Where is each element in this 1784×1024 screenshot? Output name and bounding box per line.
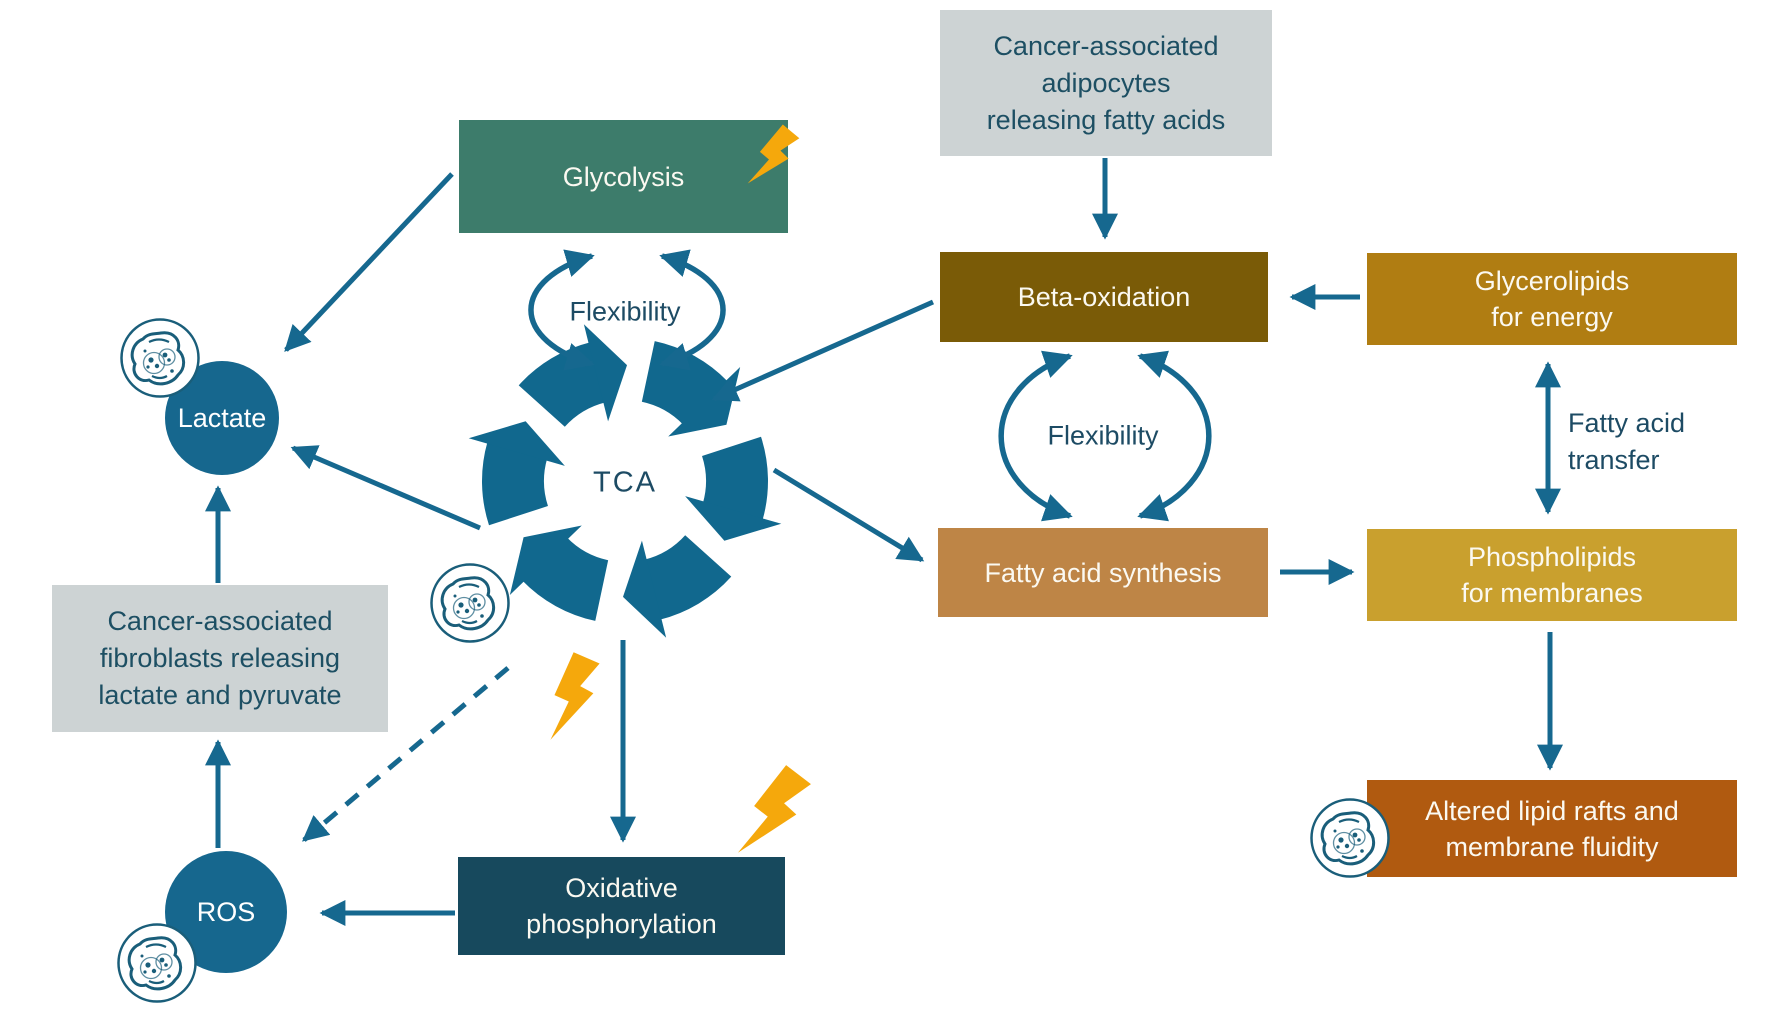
beta-oxidation-box: Beta-oxidation	[940, 252, 1268, 342]
phospholipids-line2: for membranes	[1461, 578, 1643, 608]
ros-label: ROS	[196, 897, 256, 927]
altered-lipid-rafts-line2: membrane fluidity	[1445, 831, 1659, 862]
altered-lipid-rafts-box: Altered lipid rafts and membrane fluidit…	[1367, 780, 1737, 877]
glycerolipids-box: Glycerolipids for energy	[1367, 253, 1737, 345]
arrow-tca-to-lactate	[290, 445, 481, 531]
lightning-bolt-tca-icon	[546, 650, 601, 746]
flexibility-top-label: Flexibility	[569, 296, 681, 327]
fibroblasts-line1: Cancer-associated	[107, 606, 333, 636]
beta-oxidation-label: Beta-oxidation	[1017, 282, 1191, 312]
fatty-acid-transfer-label: Fatty acid transfer	[1568, 405, 1685, 479]
lactate-circle: Lactate	[165, 361, 279, 475]
ros-circle: ROS	[165, 851, 287, 973]
glycolysis-label: Glycolysis	[562, 161, 685, 192]
fibroblasts-box: Cancer-associated fibroblasts releasing …	[52, 585, 388, 732]
tca-label: TCA	[593, 466, 657, 499]
oxidative-phosphorylation-box: Oxidative phosphorylation	[458, 857, 785, 955]
arrow-beta-oxidation-to-tca	[711, 299, 935, 402]
glycerolipids-line2: for energy	[1491, 302, 1613, 332]
lactate-label: Lactate	[177, 403, 267, 433]
altered-lipid-rafts-line1: Altered lipid rafts and	[1425, 795, 1679, 826]
phospholipids-box: Phospholipids for membranes	[1367, 529, 1737, 621]
lightning-bolt-oxphos-icon	[734, 759, 814, 869]
fibroblasts-line2: fibroblasts releasing	[99, 643, 341, 673]
oxphos-line2: phosphorylation	[526, 909, 717, 939]
arrow-tca-to-fatty-acid-synthesis	[772, 467, 925, 563]
fatty-acid-synthesis-label: Fatty acid synthesis	[984, 557, 1222, 588]
glycolysis-box: Glycolysis	[459, 120, 788, 233]
adipocytes-box: Cancer-associated adipocytes releasing f…	[940, 10, 1272, 156]
adipocytes-line1: Cancer-associated	[993, 30, 1219, 61]
arrow-glycolysis-to-lactate	[284, 172, 454, 352]
glycerolipids-line1: Glycerolipids	[1474, 266, 1630, 296]
cancer-cell-tca-icon	[430, 563, 510, 643]
fibroblasts-line3: lactate and pyruvate	[98, 680, 342, 710]
flexibility-right-label: Flexibility	[1047, 420, 1159, 451]
fatty-acid-transfer-line2: transfer	[1568, 445, 1660, 475]
phospholipids-line1: Phospholipids	[1467, 542, 1637, 572]
fatty-acid-synthesis-box: Fatty acid synthesis	[938, 528, 1268, 617]
fatty-acid-transfer-line1: Fatty acid	[1568, 408, 1686, 438]
oxphos-line1: Oxidative	[565, 873, 678, 903]
adipocytes-line2: adipocytes	[1041, 67, 1171, 98]
adipocytes-line3: releasing fatty acids	[986, 104, 1226, 135]
